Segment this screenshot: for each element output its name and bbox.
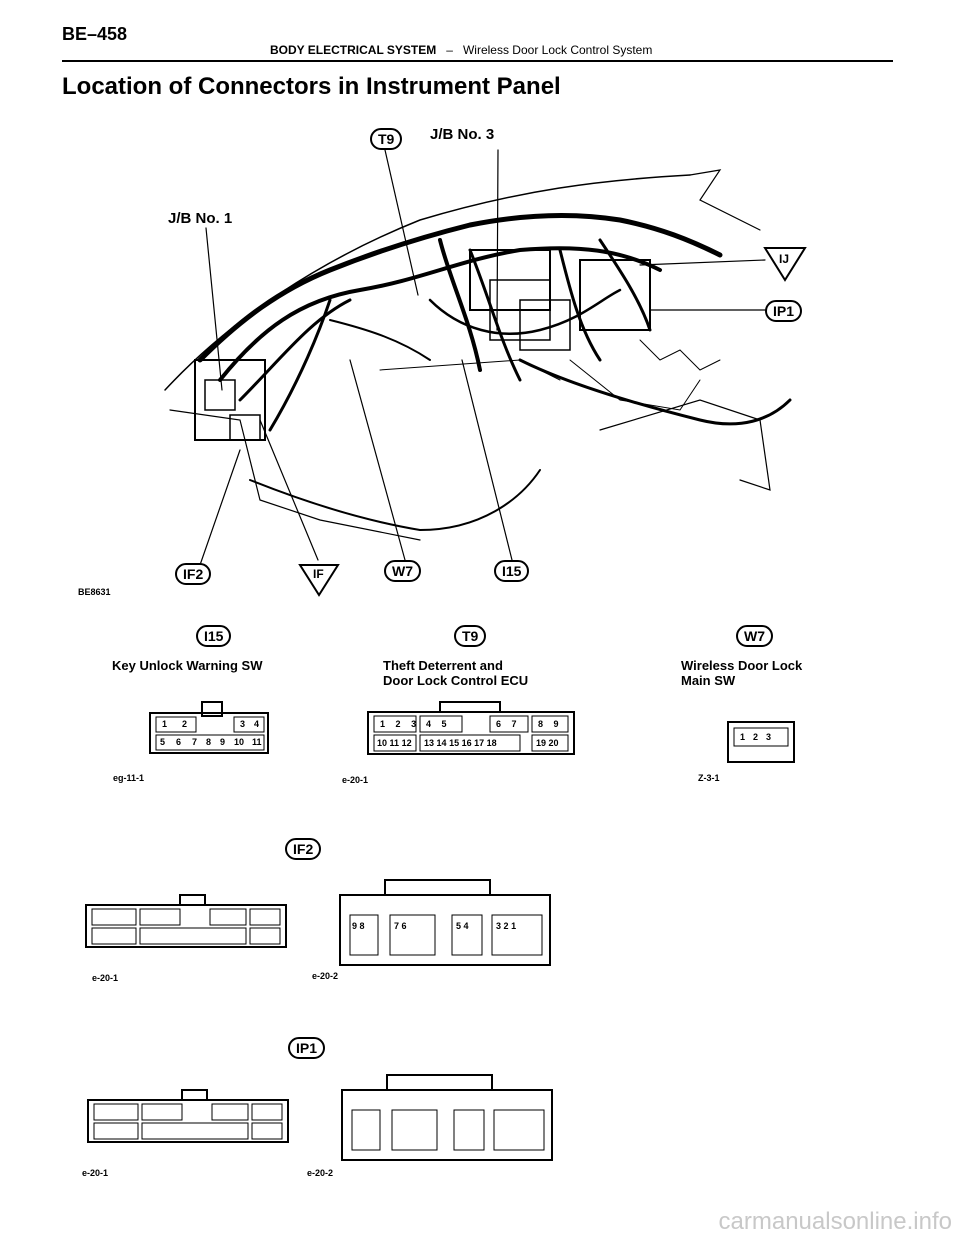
i15-code: eg-11-1	[113, 773, 145, 783]
section-separator: –	[446, 43, 453, 57]
i15-pin-3: 3	[240, 719, 246, 729]
t9-pins-19-20: 19 20	[536, 738, 559, 748]
if2-right-code: e-20-2	[312, 971, 339, 981]
w7-tag: W7	[736, 625, 773, 647]
i15-pin-6: 6	[176, 737, 182, 747]
label-w7: W7	[384, 560, 421, 582]
figure-code: BE8631	[78, 587, 111, 597]
label-jb1: J/B No. 1	[168, 210, 233, 227]
label-if2: IF2	[175, 563, 212, 585]
section-title: BODY ELECTRICAL SYSTEM	[270, 43, 437, 57]
i15-pin-5: 5	[160, 737, 166, 747]
label-t9: T9	[370, 128, 403, 150]
section-header: BODY ELECTRICAL SYSTEM – Wireless Door L…	[270, 43, 652, 57]
page-number: BE–458	[62, 24, 128, 44]
t9-pins-1-3: 1 2 3	[380, 719, 421, 729]
label-ij: IJ	[779, 252, 790, 266]
w7-caption-line1: Wireless Door Lock	[681, 658, 803, 673]
t9-pins-10-12: 10 11 12	[377, 738, 412, 748]
t9-pins-13-18: 13 14 15 16 17 18	[424, 738, 497, 748]
label-jb3: J/B No. 3	[430, 126, 495, 143]
ip1-right-code: e-20-2	[307, 1168, 334, 1178]
i15-pin-1: 1	[162, 719, 168, 729]
i15-pin-2: 2	[182, 719, 188, 729]
if2-r-pins-7-6: 7 6	[394, 921, 407, 931]
page-title: Location of Connectors in Instrument Pan…	[62, 73, 561, 100]
t9-code: e-20-1	[342, 775, 369, 785]
if2-left-code: e-20-1	[92, 973, 119, 983]
if2-r-pins-5-4: 5 4	[456, 921, 469, 931]
subsection-title: Wireless Door Lock Control System	[462, 43, 653, 57]
t9-pins-6-7: 6 7	[496, 719, 521, 729]
t9-caption-line2: Door Lock Control ECU	[383, 673, 529, 688]
w7-pins: 123	[740, 732, 780, 742]
i15-tag: I15	[196, 625, 232, 647]
ip1-tag: IP1	[288, 1037, 326, 1059]
i15-pin-8: 8	[206, 737, 212, 747]
if2-r-pins-9-8: 9 8	[352, 921, 365, 931]
i15-pin-10: 10	[234, 737, 245, 747]
label-ip1: IP1	[765, 300, 803, 322]
t9-caption-line1: Theft Deterrent and	[383, 658, 503, 673]
i15-pin-9: 9	[220, 737, 226, 747]
i15-pin-11: 11	[252, 737, 262, 747]
t9-pins-8-9: 8 9	[538, 719, 563, 729]
header-rule	[62, 60, 893, 62]
i15-caption: Key Unlock Warning SW	[112, 658, 263, 673]
t9-tag: T9	[454, 625, 487, 647]
w7-caption-line2: Main SW	[681, 673, 736, 688]
w7-code: Z-3-1	[698, 773, 720, 783]
i15-pin-4: 4	[254, 719, 260, 729]
label-i15: I15	[494, 560, 530, 582]
ip1-left-code: e-20-1	[82, 1168, 109, 1178]
i15-pin-7: 7	[192, 737, 198, 747]
label-if: IF	[313, 567, 324, 581]
t9-pins-4-5: 4 5	[426, 719, 451, 729]
if2-r-pins-3-1: 3 2 1	[496, 921, 517, 931]
if2-tag: IF2	[285, 838, 322, 860]
watermark: carmanualsonline.info	[718, 1208, 952, 1235]
